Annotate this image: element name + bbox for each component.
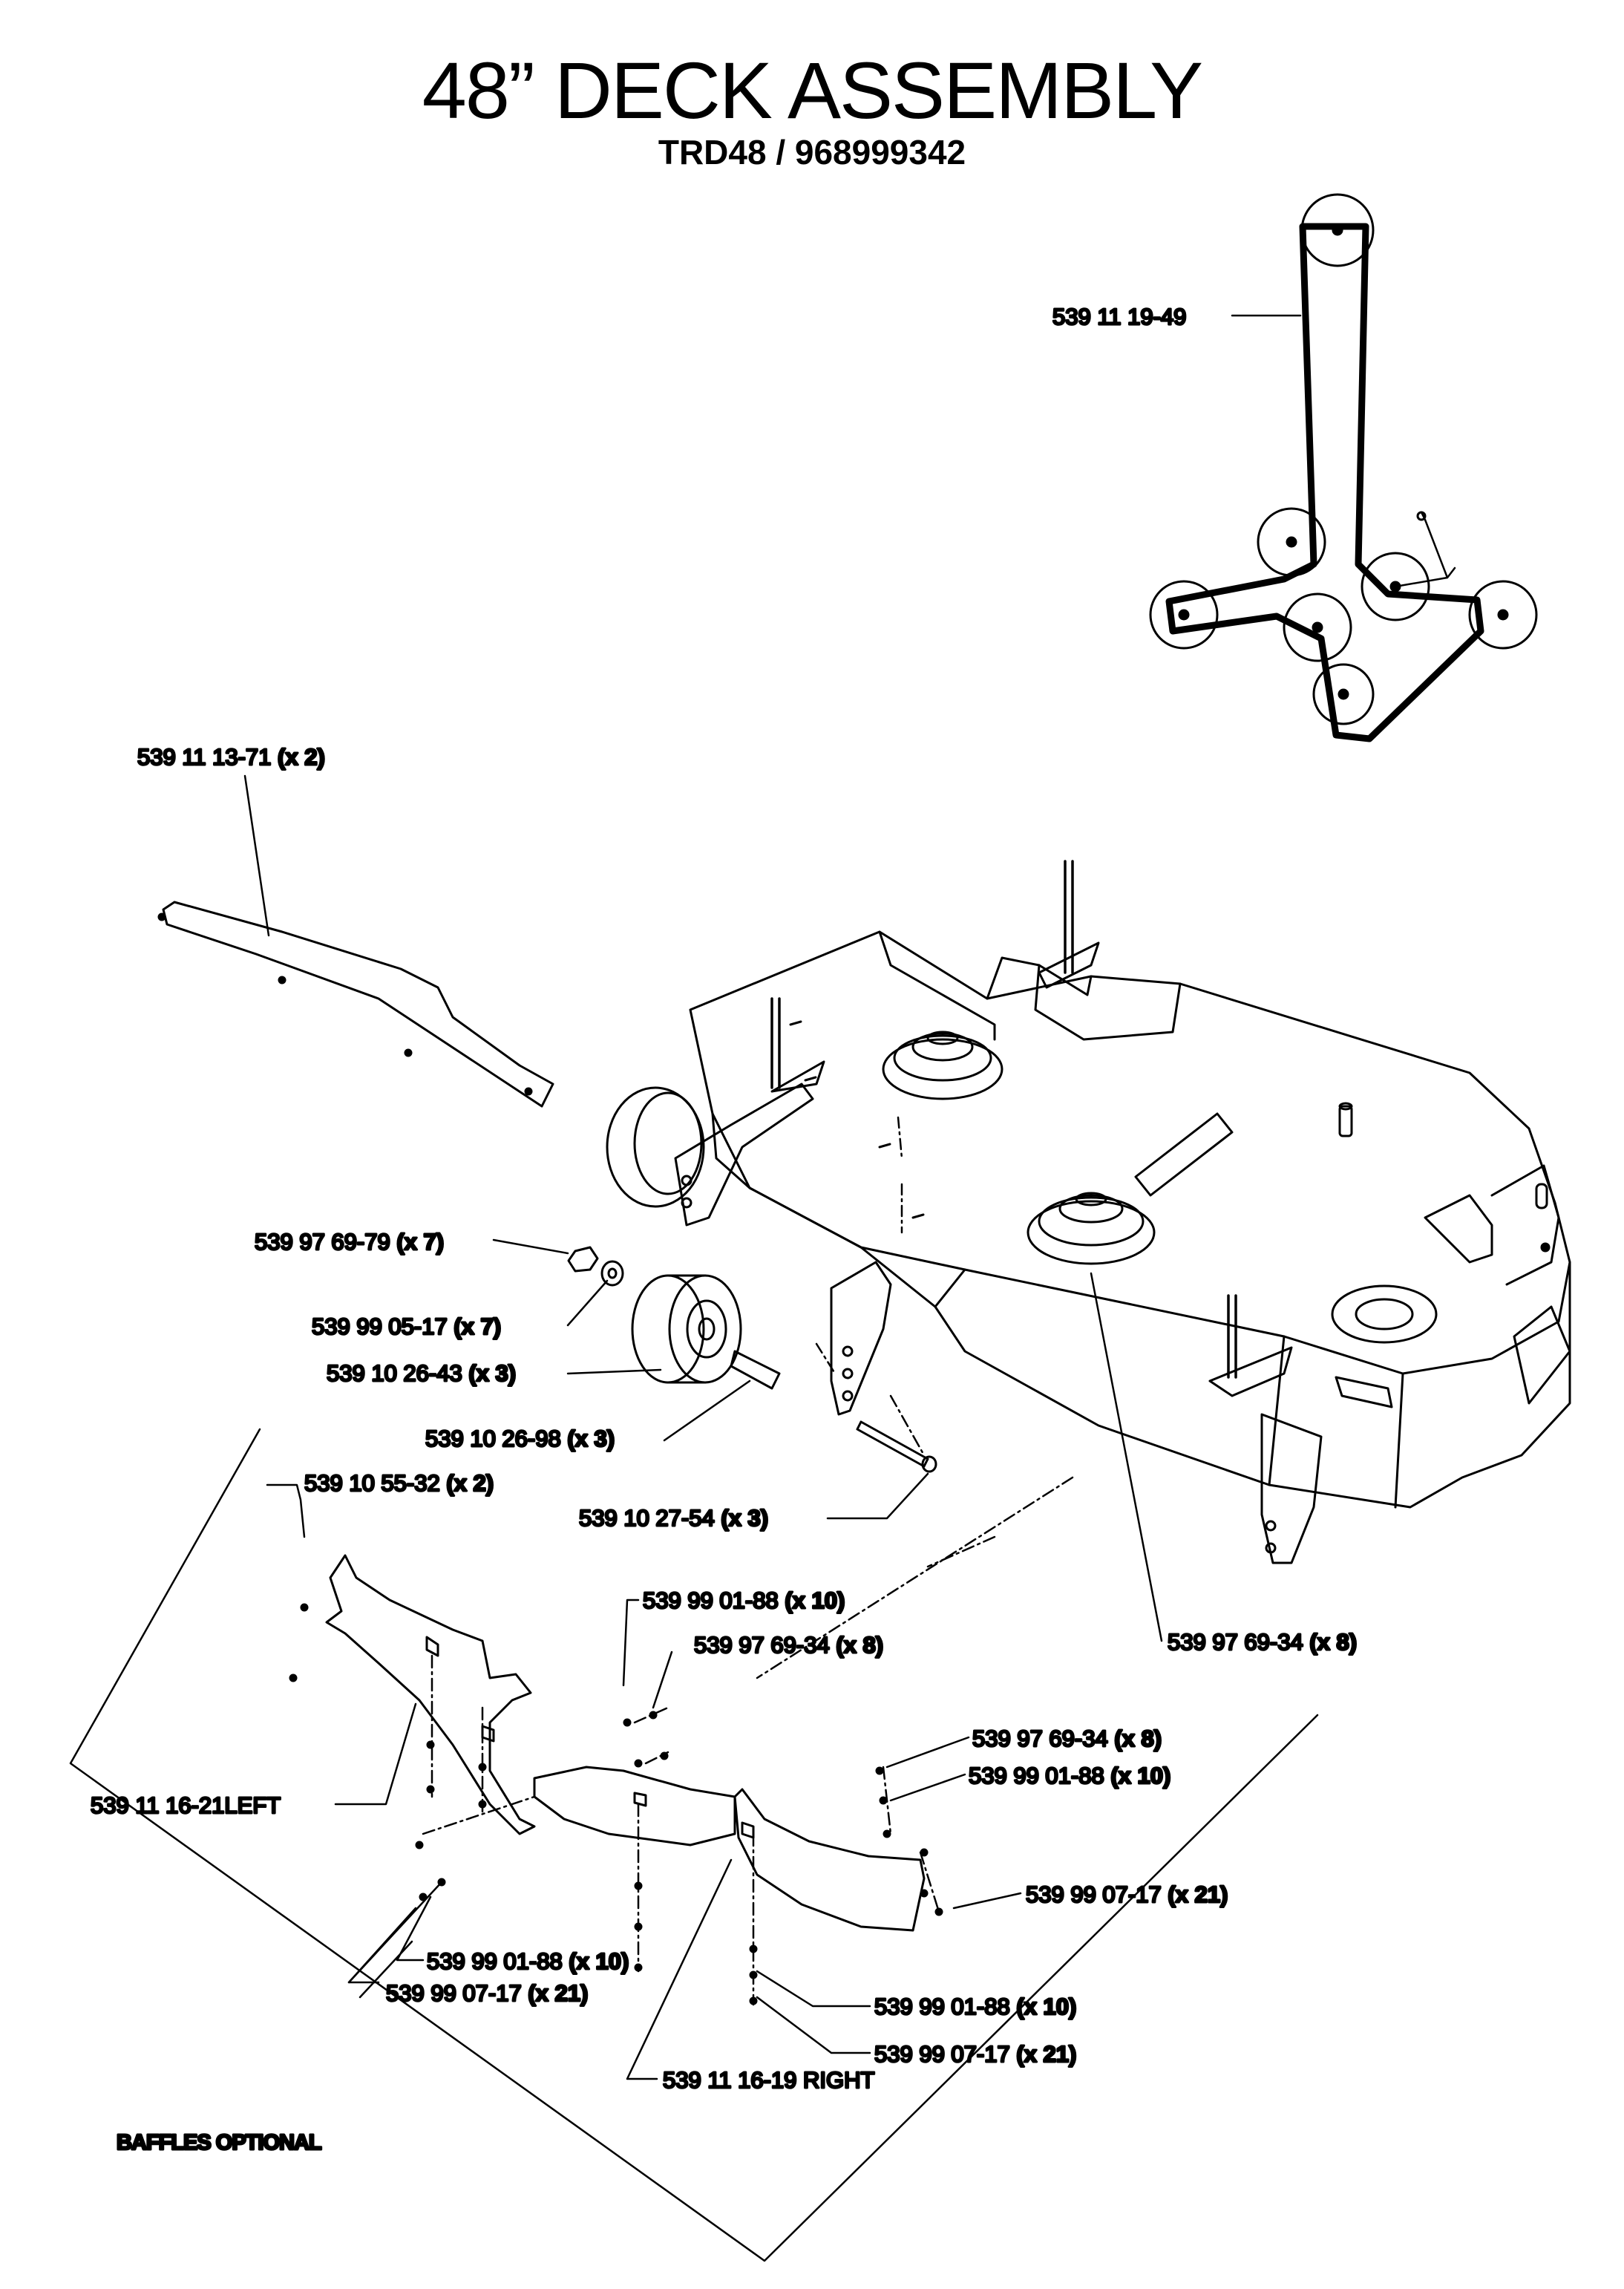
nut-icon (567, 1246, 599, 1273)
callout-washer-center: 539 99 01-88 (x 10) (643, 1587, 845, 1613)
callout-locknut-deck: 539 97 69-34 (x 8) (1168, 1629, 1357, 1655)
spindle-pulley-icon (1149, 580, 1219, 650)
callout-bolt: 539 10 27-54 (x 3) (579, 1505, 768, 1531)
idler-pulley-icon (1300, 193, 1375, 267)
washer-icon (600, 1260, 624, 1287)
wheel-spacer-icon (730, 1350, 781, 1390)
gauge-wheel-assembly (567, 1246, 937, 1473)
callout-washer: 539 99 05-17 (x 7) (312, 1313, 501, 1339)
callout-locknut-center: 539 97 69-34 (x 8) (694, 1632, 883, 1658)
idler-pulley-icon (1312, 663, 1375, 725)
callout-belt: 539 11 19-49 (1052, 304, 1186, 330)
callout-spacer: 539 10 26-98 (x 3) (425, 1426, 615, 1452)
callout-bolt-bottom: 539 99 07-17 (x 21) (874, 2041, 1076, 2067)
idler-pulley-icon (1283, 592, 1352, 662)
callout-washer-right: 539 99 01-88 (x 10) (969, 1763, 1170, 1789)
callout-wheel: 539 10 26-43 (x 3) (327, 1360, 516, 1386)
wheel-icon (631, 1274, 705, 1384)
baffle-strip (157, 901, 554, 1108)
callout-bolt-right: 539 99 07-17 (x 21) (1026, 1881, 1228, 1907)
belt-routing (1149, 193, 1538, 742)
callout-right-baffle: 539 11 16-19 RIGHT (663, 2067, 875, 2093)
callout-washer-bottom: 539 99 01-88 (x 10) (874, 1994, 1076, 2019)
model-subtitle: TRD48 / 968999342 (658, 133, 966, 172)
callout-hardware: 539 10 55-32 (x 2) (304, 1470, 494, 1496)
callout-washer-left: 539 99 01-88 (x 10) (427, 1948, 629, 1974)
baffle-assembly (289, 1116, 1074, 2006)
page-title: 48” DECK ASSEMBLY (422, 45, 1203, 135)
callout-locknut-right: 539 97 69-34 (x 8) (972, 1725, 1162, 1751)
callout-bolt-left: 539 99 07-17 (x 21) (386, 1980, 588, 2006)
callout-left-baffle: 539 11 16-21LEFT (91, 1792, 281, 1818)
engine-pulley-icon (1361, 552, 1430, 621)
mower-deck (606, 860, 1571, 1564)
spindle-pulley-icon (1257, 507, 1326, 577)
leader-lines (243, 314, 1302, 2080)
callout-nut: 539 97 69-79 (x 7) (255, 1229, 444, 1255)
callout-baffle-strip: 539 11 13-71 (x 2) (137, 744, 325, 770)
spindle-pulley-icon (1468, 580, 1538, 650)
optional-bracket-line (69, 1428, 1319, 2262)
baffles-optional-note: BAFFLES OPTIONAL (117, 2131, 321, 2155)
wheel-bolt-icon (856, 1420, 929, 1468)
